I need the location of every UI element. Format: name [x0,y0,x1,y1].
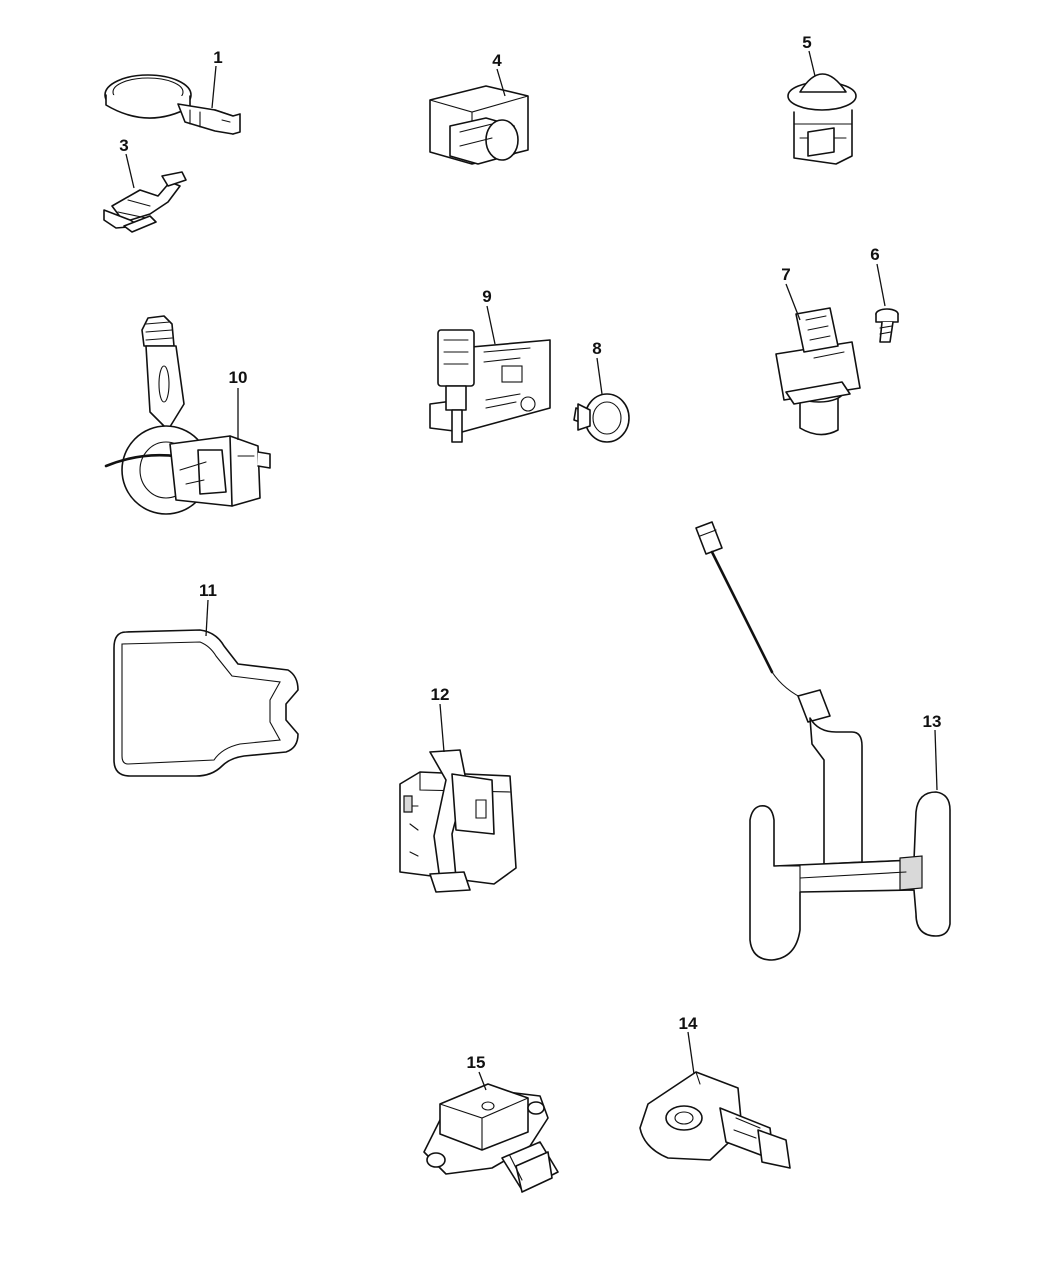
leader-4 [496,68,506,97]
leader-13 [934,729,938,791]
callout-14: 14 [679,1014,698,1033]
leader-12 [439,703,445,753]
callout-9: 9 [482,287,491,306]
callout-7: 7 [781,265,790,284]
leader-3 [125,153,135,189]
part-4-module[interactable] [429,85,529,165]
leader-5 [808,50,816,77]
part-1-sensor[interactable] [104,74,241,135]
callout-6: 6 [870,245,879,264]
part-9-bracket-sensor[interactable] [429,329,551,443]
leader-14 [687,1031,695,1075]
callout-5: 5 [802,33,811,52]
callout-8: 8 [592,339,601,358]
callout-1: 1 [213,48,222,67]
part-11-pad[interactable] [113,629,299,777]
callout-12: 12 [431,685,450,704]
leader-6 [876,263,886,307]
part-12-module[interactable] [399,749,517,893]
part-8-push-pin[interactable] [573,393,630,443]
leader-15 [478,1071,487,1091]
leader-7 [785,283,801,321]
part-13-sensor-mat[interactable] [695,521,951,961]
leader-9 [486,305,496,345]
callout-13: 13 [923,712,942,731]
leader-1 [211,65,217,109]
callout-4: 4 [492,51,502,70]
callout-11: 11 [199,581,217,600]
part-3-clip[interactable] [103,171,187,233]
part-6-screw[interactable] [875,308,899,343]
callout-10: 10 [229,368,248,387]
part-15-impact-sensor[interactable] [423,1083,559,1193]
part-10-tpms-sensor[interactable] [104,315,271,515]
callout-15: 15 [467,1053,486,1072]
part-5-dome-sensor[interactable] [787,73,857,165]
part-14-mount-sensor[interactable] [639,1071,791,1169]
leader-8 [596,357,603,395]
leader-11 [205,599,209,637]
callout-3: 3 [119,136,128,155]
part-7-round-sensor[interactable] [775,307,861,436]
